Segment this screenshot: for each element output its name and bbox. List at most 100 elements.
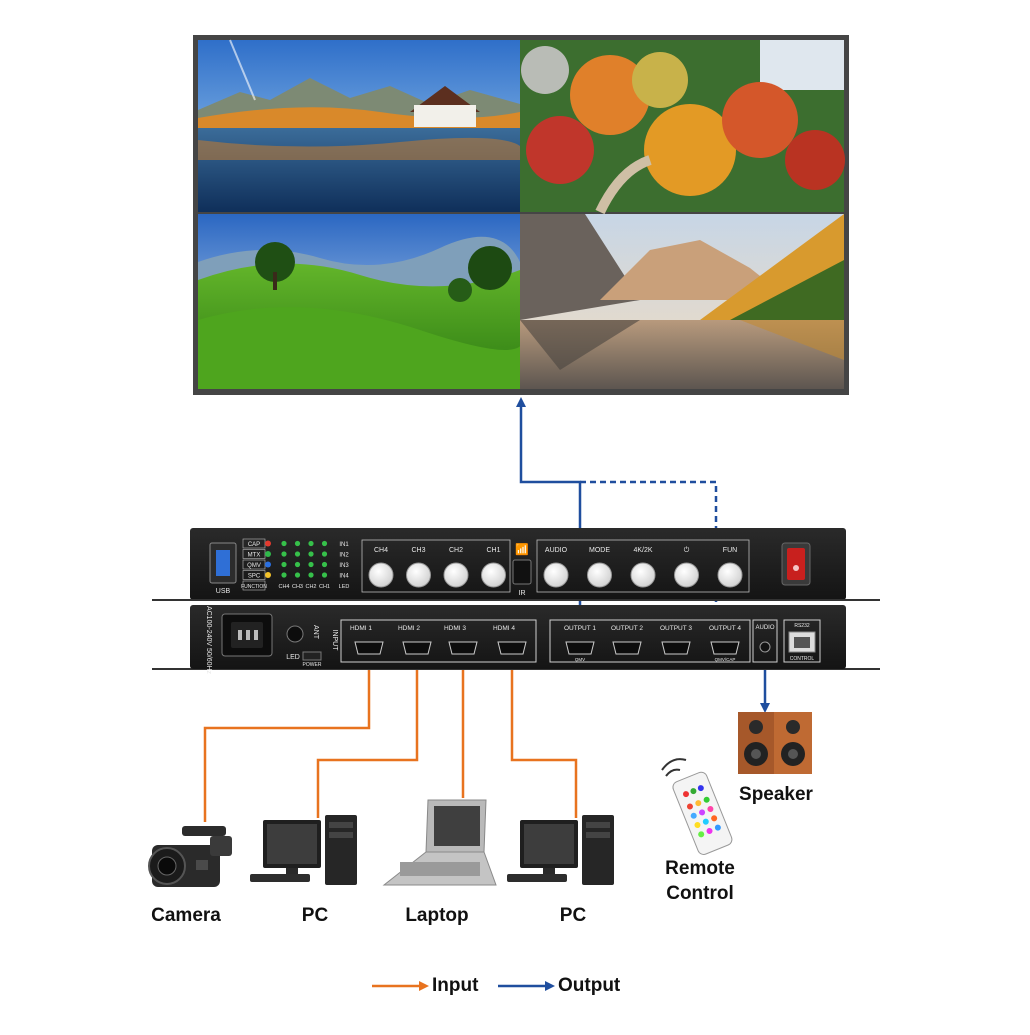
- led-dot: [308, 551, 314, 557]
- led-dot: [321, 572, 328, 578]
- indicator-label: FUNCTION: [241, 584, 267, 590]
- ant-label: ANT: [312, 625, 319, 640]
- input-indicator-label: IN2: [339, 553, 349, 559]
- hdmi-output-port[interactable]: [565, 641, 595, 655]
- channel-button-label: CH2: [449, 547, 463, 554]
- led-dot: [294, 551, 301, 557]
- function-button[interactable]: [630, 562, 656, 588]
- input-group-frame: [340, 619, 537, 663]
- hdmi-output-port[interactable]: [661, 641, 691, 655]
- rs232-group-frame: [783, 619, 821, 663]
- led-dot: [281, 572, 287, 578]
- led-dot: [281, 540, 287, 547]
- channel-indicator-label: CH4: [278, 584, 289, 590]
- channel-button[interactable]: [481, 562, 506, 588]
- hdmi-output-ports: OUTPUT 1 OUTPUT 2 OUTPUT 3 OUTPUT 4 QMV QMV/C…: [564, 625, 741, 662]
- channel-indicator-label: CH1: [319, 584, 330, 590]
- quad-view-3-image: [198, 214, 523, 389]
- hdmi-input-port[interactable]: [354, 641, 384, 655]
- camera-label: Camera: [151, 905, 221, 926]
- hdmi-input-label: HDMI 4: [493, 625, 515, 632]
- hdmi-input-ports: HDMI 1 HDMI 2 HDMI 3 HDMI 4: [350, 625, 527, 655]
- quad-view-2-image: [520, 40, 845, 215]
- function-button-label: FUN: [723, 547, 737, 554]
- led-dot: [321, 551, 328, 557]
- quad-view-1-image: [198, 39, 520, 212]
- speaker-icon: [738, 712, 812, 774]
- hdmi-output-label: OUTPUT 3: [660, 625, 692, 632]
- output1-sub-label: QMV: [575, 657, 585, 662]
- function-button[interactable]: [587, 562, 612, 588]
- channel-group-frame: [361, 539, 511, 593]
- laptop-label: Laptop: [405, 905, 469, 926]
- output-group-frame: [549, 619, 751, 663]
- remote-control-icon: [661, 758, 733, 855]
- hdmi-output-label: OUTPUT 4: [709, 625, 741, 632]
- audio-label: AUDIO: [755, 625, 774, 631]
- remote-control-label: Remote Control: [665, 858, 735, 904]
- function-button-label: 4K/2K: [633, 547, 652, 554]
- indicator-dot: [265, 540, 271, 547]
- hdmi-input-label: HDMI 2: [398, 625, 420, 632]
- ant-port[interactable]: [286, 625, 304, 643]
- function-button[interactable]: [543, 562, 569, 588]
- pc-1-icon: [250, 815, 357, 885]
- indicator-label: CAP: [248, 542, 260, 548]
- function-button-label: ⏻: [684, 546, 690, 554]
- channel-button[interactable]: [406, 562, 431, 588]
- quad-view-4-image: [520, 214, 844, 389]
- input-group-label: INPUT: [331, 630, 338, 652]
- output4-sub-label: QMV/CAP: [715, 657, 736, 662]
- led-dot: [321, 540, 328, 547]
- indicator-box: [242, 580, 266, 591]
- hdmi-input-port[interactable]: [448, 641, 478, 655]
- display-screen: [193, 35, 849, 395]
- audio-out-jack[interactable]: [759, 641, 771, 653]
- channel-button-label: CH4: [374, 547, 388, 554]
- hdmi2-pc-line: [316, 655, 419, 818]
- function-button[interactable]: [717, 562, 743, 588]
- led-dot: [294, 540, 301, 547]
- hdmi-input-port[interactable]: [497, 641, 527, 655]
- pc-2-icon: [507, 815, 614, 885]
- led-dot: [308, 572, 314, 578]
- hdmi-output-port[interactable]: [710, 641, 740, 655]
- ir-receiver: [512, 559, 532, 585]
- channel-button[interactable]: [443, 562, 469, 588]
- legend-output-label: Output: [558, 975, 621, 996]
- hdmi-input-label: HDMI 1: [350, 625, 372, 632]
- channel-indicator-label: CH3: [292, 584, 303, 590]
- channel-button-label: CH3: [411, 547, 425, 554]
- hdmi4-pc-line: [510, 655, 578, 818]
- led-dot: [308, 561, 314, 568]
- hdmi-output-port[interactable]: [612, 641, 642, 655]
- hdmi-input-label: HDMI 3: [444, 625, 466, 632]
- pc-1-label: PC: [301, 905, 329, 926]
- led-dot: [321, 561, 328, 568]
- output4-to-display-dashed-line: [580, 480, 718, 652]
- input-connections: [203, 655, 578, 822]
- led-dot: [281, 551, 287, 557]
- wifi-icon: 📶: [515, 543, 529, 556]
- function-button[interactable]: [674, 562, 699, 588]
- led-dot: [308, 540, 314, 547]
- input-indicator-label: IN1: [339, 542, 349, 548]
- channel-button[interactable]: [368, 562, 394, 588]
- led-dot: [281, 561, 287, 568]
- legend-input-label: Input: [432, 975, 479, 996]
- function-button-label: MODE: [589, 547, 610, 554]
- switcher-rear-panel: AC100-240V 50/60Hz ANT LED POWER INPUT H…: [190, 605, 846, 675]
- hdmi-output-label: OUTPUT 2: [611, 625, 643, 632]
- channel-indicator-label: CH2: [305, 584, 316, 590]
- audio-group-frame: [752, 619, 778, 663]
- pc-2-label: PC: [559, 905, 587, 926]
- indicator-dot: [265, 572, 271, 578]
- hdmi-input-port[interactable]: [402, 641, 432, 655]
- hdmi-output-label: OUTPUT 1: [564, 625, 596, 632]
